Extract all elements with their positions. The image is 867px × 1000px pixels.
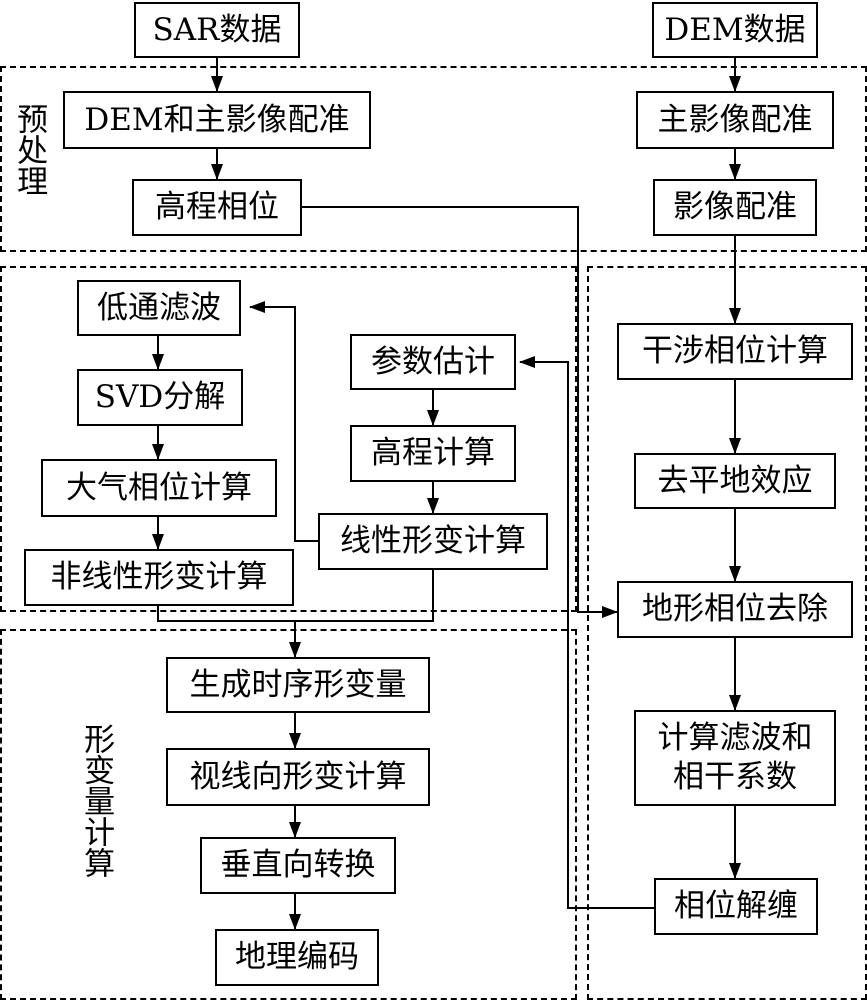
line-linear-merge <box>295 570 434 622</box>
nonlinear-deformation-box: 非线性形变计算 <box>24 549 294 606</box>
filter-coherence-box: 计算滤波和 相干系数 <box>634 710 836 806</box>
dem-master-registration-box: DEM和主影像配准 <box>63 91 371 149</box>
arrow-elevation-phase-to-topographic <box>302 206 618 618</box>
deformation-label: 形变量计算 <box>78 723 115 878</box>
parameter-estimation-box: 参数估计 <box>350 334 516 390</box>
linear-deformation-box: 线性形变计算 <box>318 513 548 570</box>
right-processing-region <box>587 266 867 1000</box>
time-series-deformation-box: 生成时序形变量 <box>166 657 430 713</box>
atmospheric-phase-box: 大气相位计算 <box>41 459 277 517</box>
interferometric-phase-box: 干涉相位计算 <box>617 323 853 380</box>
flat-earth-removal-box: 去平地效应 <box>634 453 836 509</box>
master-image-registration-box: 主影像配准 <box>636 91 834 149</box>
sar-data-box: SAR数据 <box>134 2 300 58</box>
deformation-region <box>0 629 577 1000</box>
arrow-linear-to-lowpass <box>249 301 318 542</box>
topographic-phase-removal-box: 地形相位去除 <box>617 581 853 638</box>
vertical-conversion-box: 垂直向转换 <box>200 837 396 894</box>
phase-unwrapping-box: 相位解缠 <box>654 878 818 935</box>
image-registration-box: 影像配准 <box>653 179 817 236</box>
dem-data-box: DEM数据 <box>652 2 818 58</box>
geocoding-box: 地理编码 <box>215 929 379 986</box>
elevation-phase-box: 高程相位 <box>132 179 302 236</box>
preprocess-region <box>0 66 867 252</box>
line-nonlinear-merge <box>157 606 295 622</box>
lowpass-filter-box: 低通滤波 <box>77 280 241 336</box>
svd-decomposition-box: SVD分解 <box>77 369 243 426</box>
elevation-calculation-box: 高程计算 <box>350 425 516 482</box>
parameter-region <box>0 266 577 612</box>
los-deformation-box: 视线向形变计算 <box>166 748 430 806</box>
arrow-unwrapping-to-parameter-estimation <box>519 356 654 909</box>
preprocess-label: 预处理 <box>11 103 48 196</box>
